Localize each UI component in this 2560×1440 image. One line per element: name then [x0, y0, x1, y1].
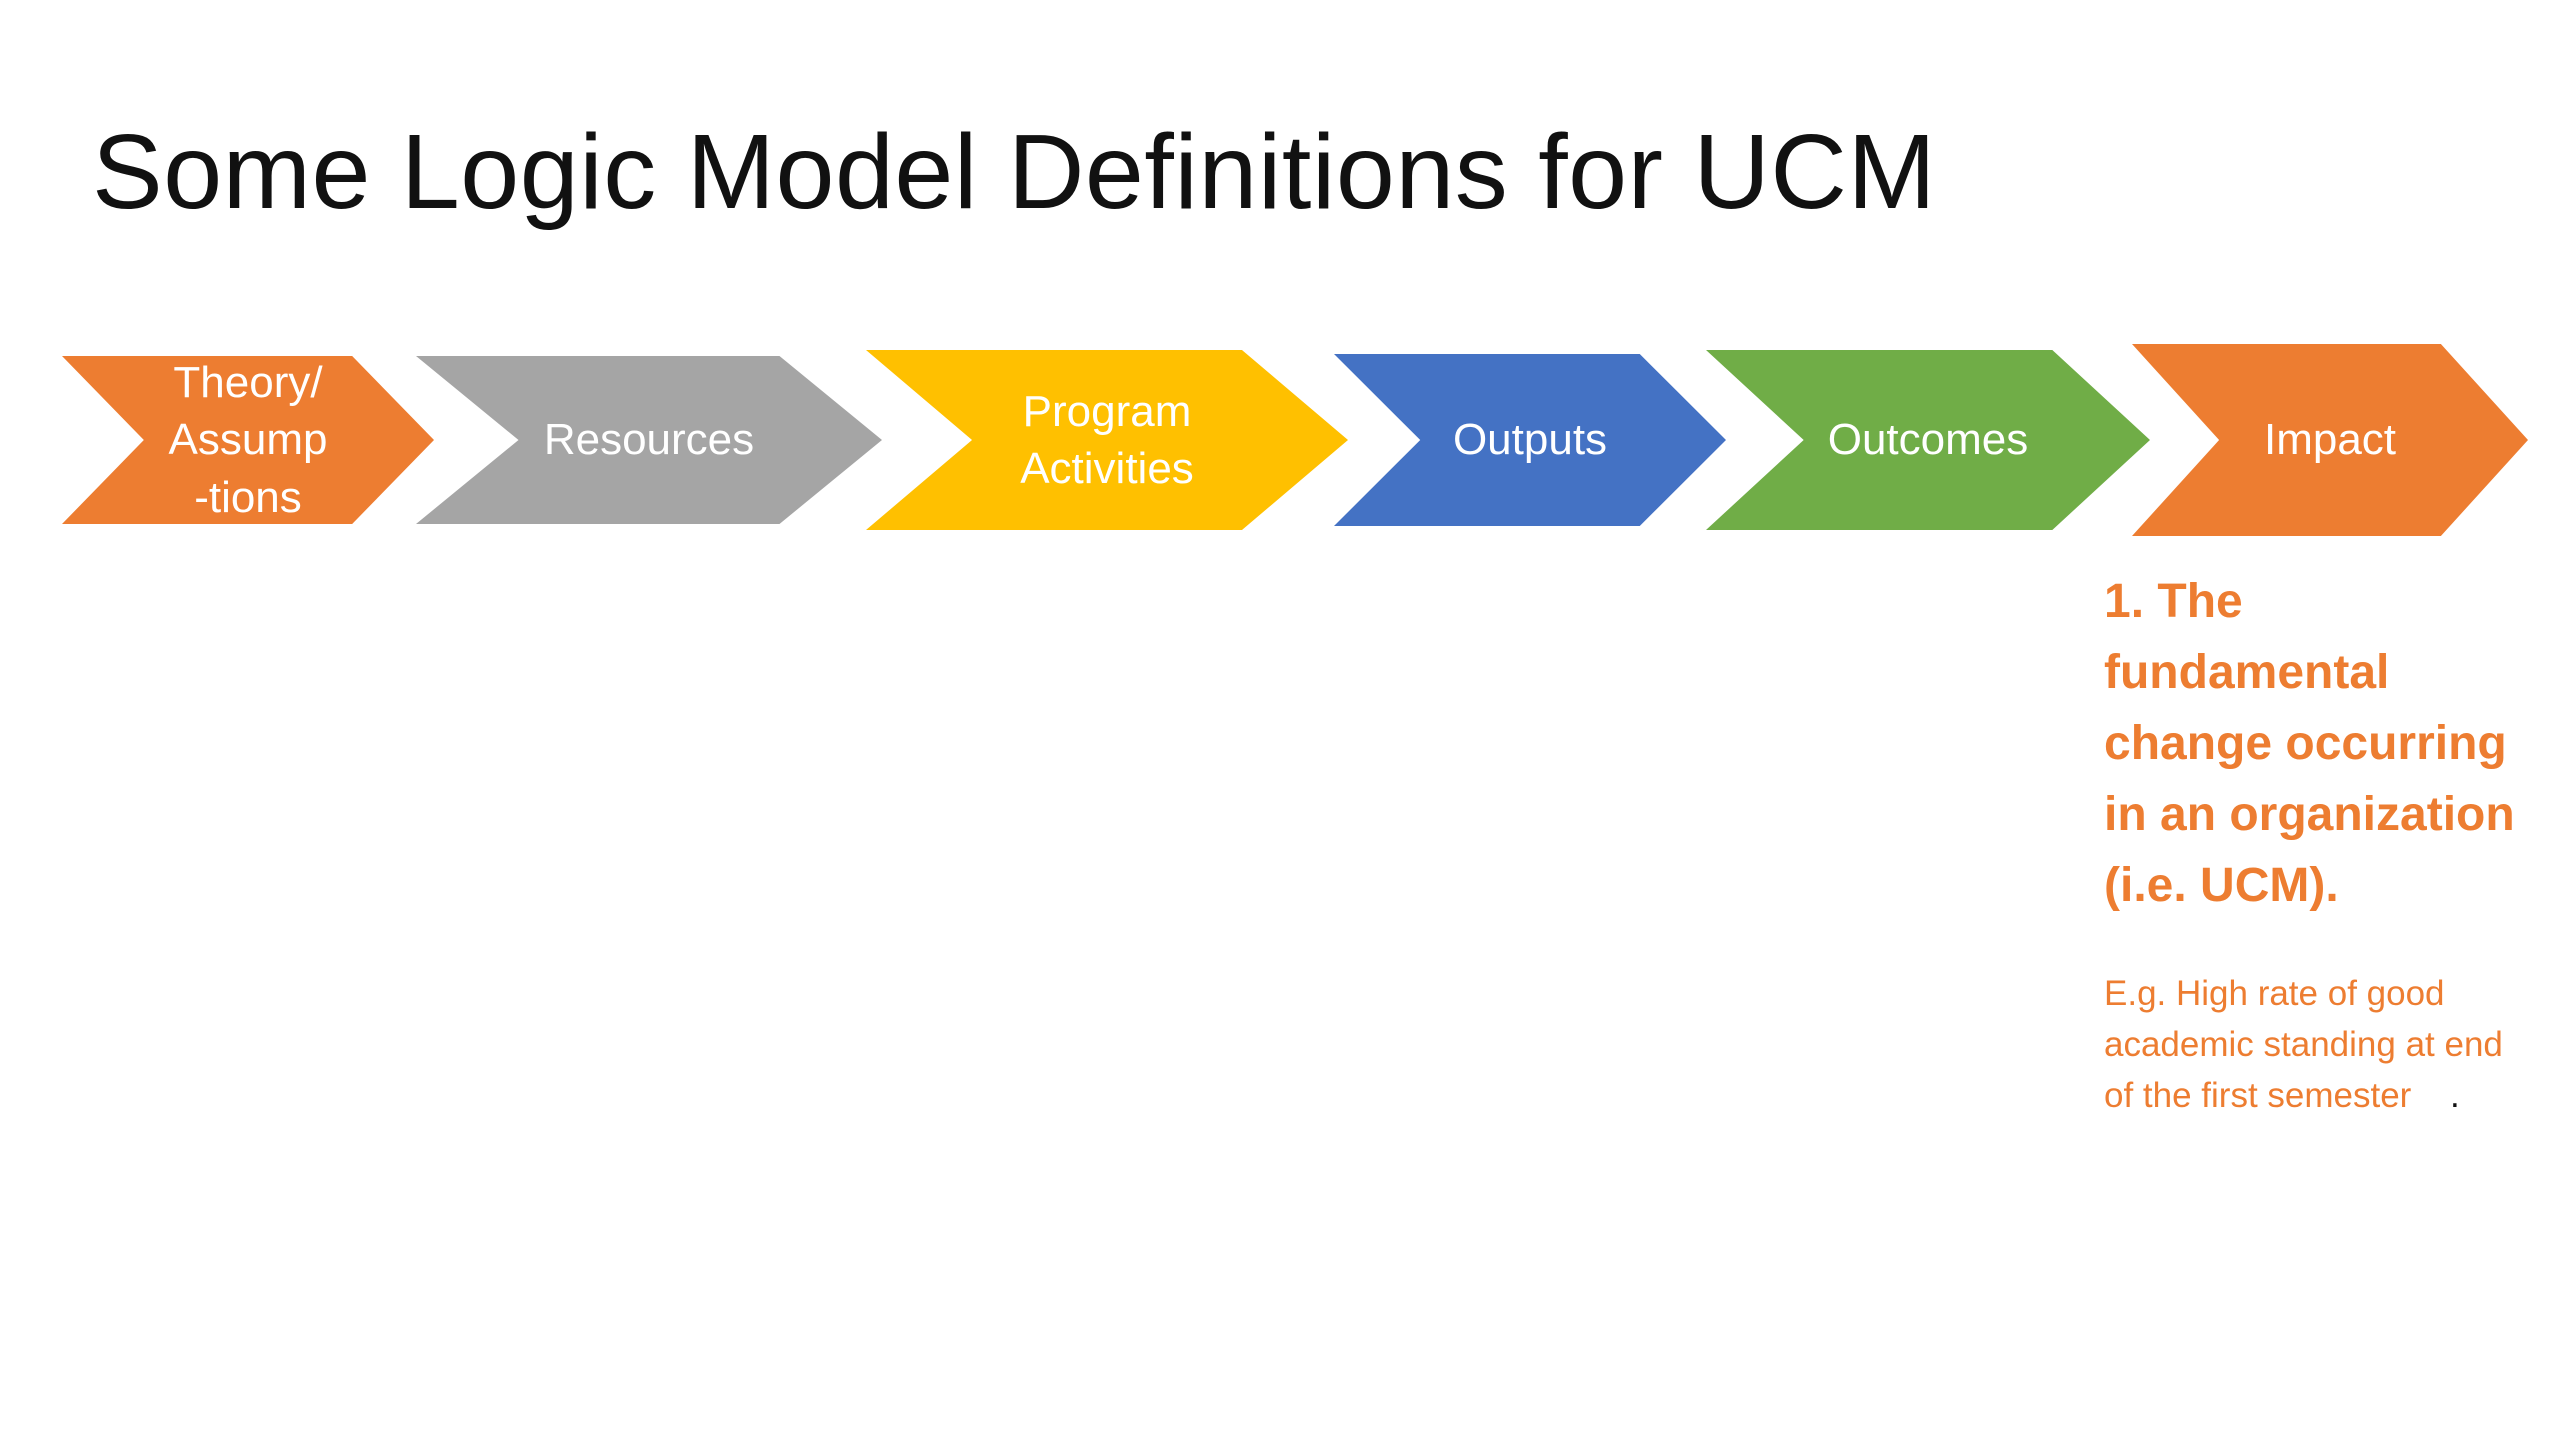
chevron-label: Theory/ Assump -tions [168, 358, 328, 522]
chevron-label: Impact [2263, 415, 2397, 465]
chevron-program-activities: Program Activities [866, 350, 1348, 530]
chevron-label: Outcomes [1827, 415, 2029, 465]
chevron-outcomes: Outcomes [1706, 350, 2150, 530]
chevron-impact: Impact [2132, 344, 2528, 536]
chevron-label: Resources [543, 415, 755, 465]
impact-definition: 1. The fundamental change occurring in a… [2104, 575, 2515, 912]
impact-example-period: . [2450, 1076, 2460, 1115]
chevron-label: Program Activities [1020, 386, 1194, 493]
impact-example: E.g. High rate of good academic standing… [2104, 974, 2503, 1115]
chevron-theory-assumptions: Theory/ Assump -tions [62, 356, 434, 524]
chevron-label: Outputs [1452, 415, 1608, 465]
chevron-outputs: Outputs [1334, 354, 1726, 526]
slide-title: Some Logic Model Definitions for UCM [92, 113, 1937, 231]
chevron-resources: Resources [416, 356, 882, 524]
